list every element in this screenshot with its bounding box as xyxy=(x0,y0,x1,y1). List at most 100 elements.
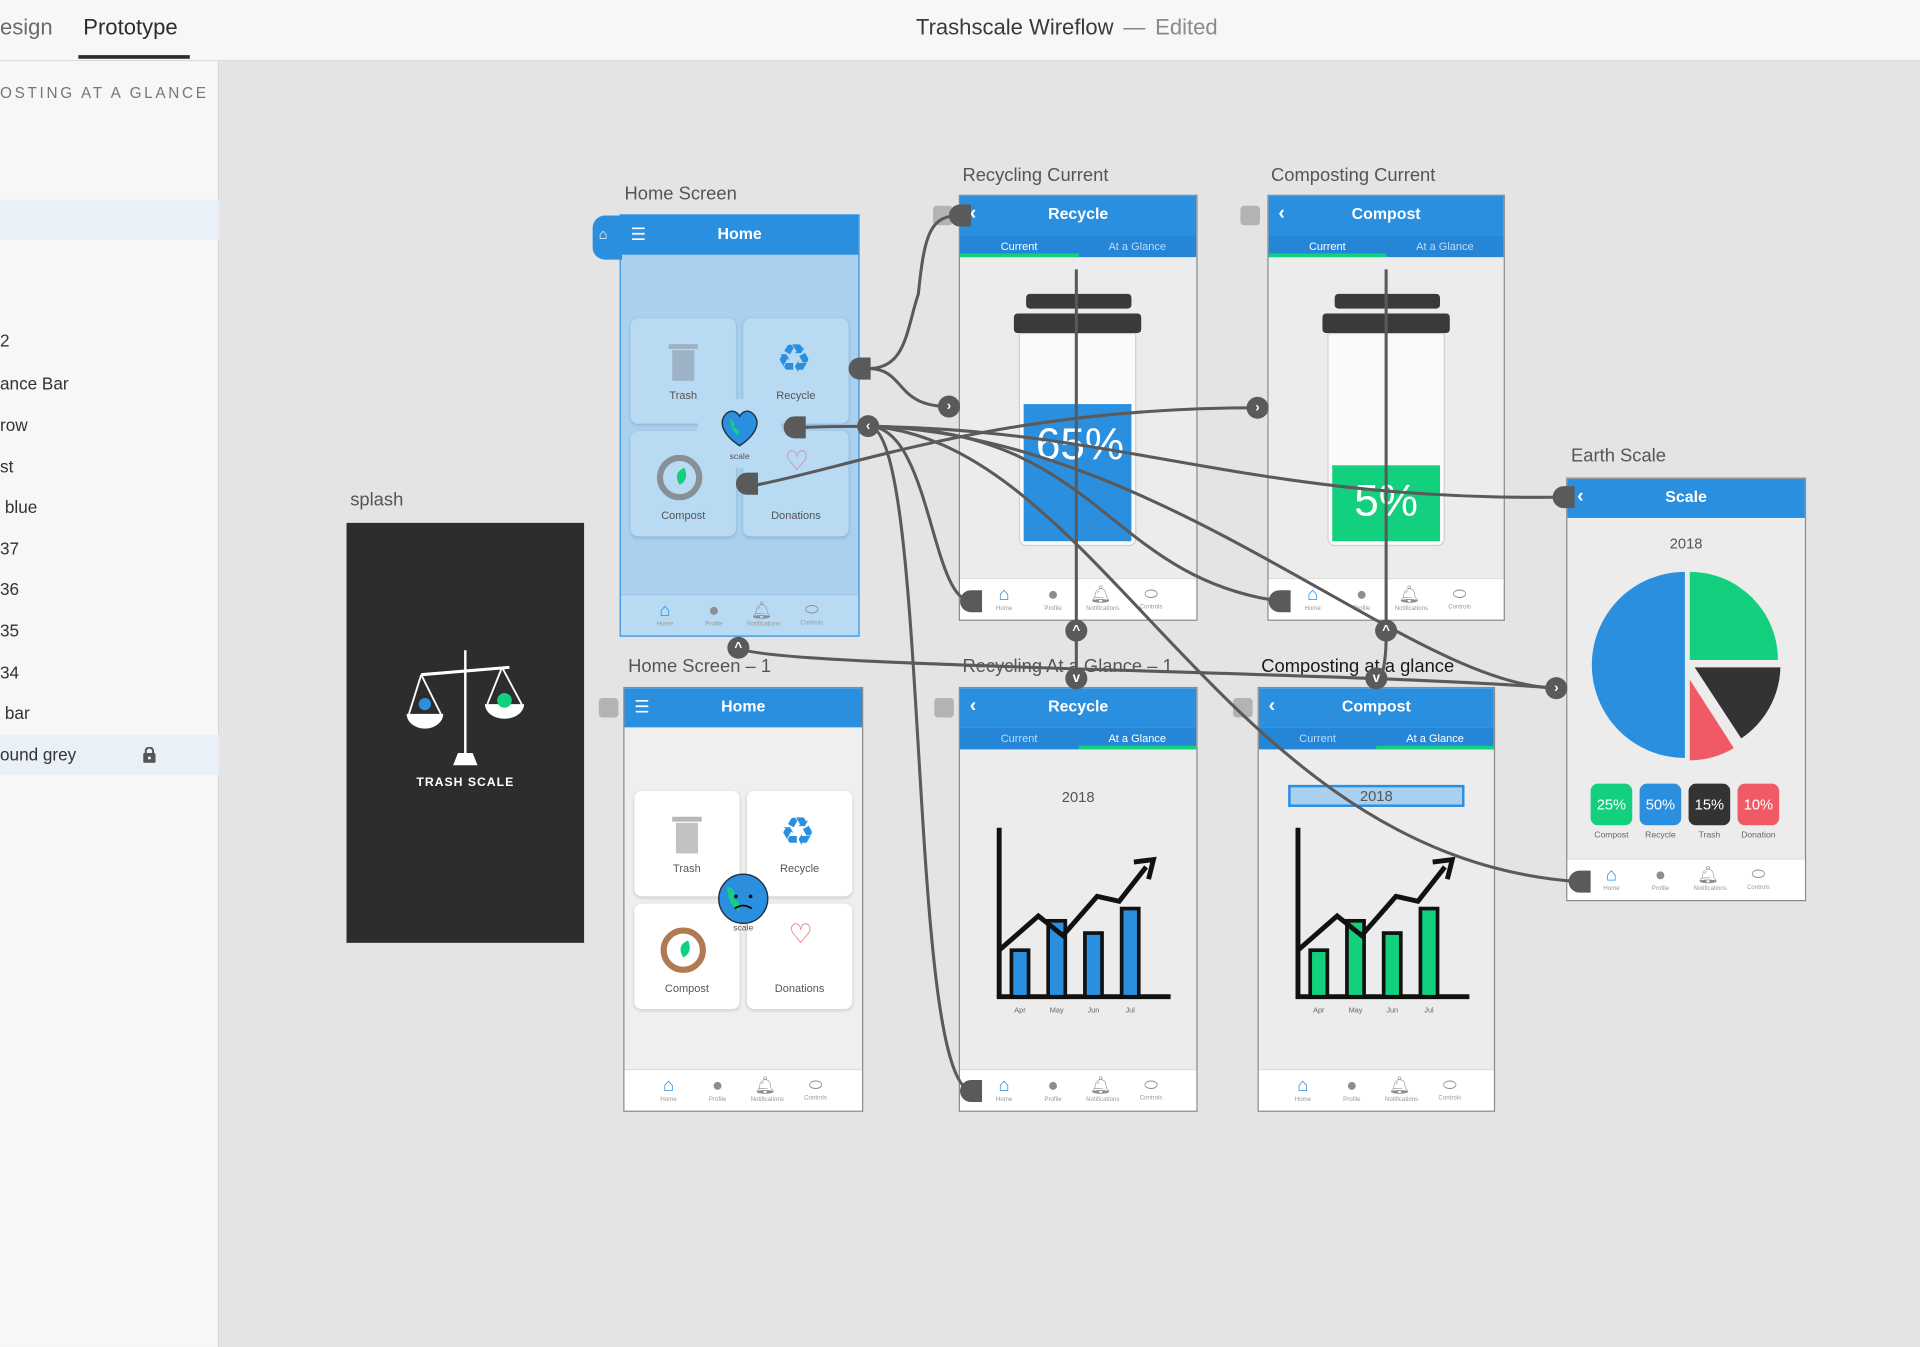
artboard-earth-scale[interactable]: ‹Scale 2018 25% 50% 15% 10% Compost Recy… xyxy=(1566,477,1807,902)
chevron-down-icon[interactable]: v xyxy=(1065,667,1088,690)
back-chevron-icon[interactable]: ‹ xyxy=(1278,203,1285,225)
connector-node[interactable] xyxy=(948,204,972,227)
tab-current[interactable]: Current xyxy=(1000,732,1038,745)
connector-node[interactable] xyxy=(848,357,871,380)
nav-notifications-icon[interactable]: 🔔︎Notifications xyxy=(746,600,781,629)
tile-trash[interactable]: Trash xyxy=(634,791,740,897)
tab-current[interactable]: Current xyxy=(1299,732,1336,745)
layer-item[interactable]: row xyxy=(0,415,28,435)
chevron-up-icon[interactable]: ^ xyxy=(1375,619,1398,642)
artboard-label-recycling-glance[interactable]: Recycling At a Glance – 1 xyxy=(962,656,1173,678)
nav-home-icon[interactable]: ⌂Home xyxy=(660,1075,677,1104)
layer-item[interactable]: 35 xyxy=(0,620,20,641)
home-marker-icon[interactable] xyxy=(1233,697,1253,718)
tile-scale[interactable]: scale xyxy=(715,872,771,933)
nav-profile-icon[interactable]: ●Profile xyxy=(1044,1075,1062,1104)
nav-home-icon[interactable]: ⌂Home xyxy=(995,584,1013,613)
lock-icon[interactable] xyxy=(142,746,157,763)
layer-item[interactable]: st xyxy=(0,456,14,477)
layer-item[interactable]: ound grey xyxy=(0,744,77,765)
artboard-label-splash[interactable]: splash xyxy=(350,489,404,511)
artboard-label-composting-current[interactable]: Composting Current xyxy=(1271,165,1436,187)
tab-current[interactable]: Current xyxy=(1000,240,1038,253)
hamburger-icon[interactable]: ☰ xyxy=(634,696,650,717)
artboard-label-home[interactable]: Home Screen xyxy=(624,183,737,205)
hamburger-icon[interactable]: ☰ xyxy=(630,224,646,244)
back-chevron-icon[interactable]: ‹ xyxy=(969,695,977,717)
nav-profile-icon[interactable]: ●Profile xyxy=(708,1075,727,1104)
back-chevron-icon[interactable]: ‹ xyxy=(969,203,977,225)
back-chevron-icon[interactable]: ‹ xyxy=(1577,486,1584,507)
tile-compost[interactable]: Compost xyxy=(630,431,736,537)
tab-at-a-glance[interactable]: At a Glance xyxy=(1406,732,1464,745)
nav-controls-icon[interactable]: ⬭Controls xyxy=(1139,584,1163,612)
artboard-splash[interactable]: TRASH SCALE xyxy=(346,522,585,943)
artboard-label-home-1[interactable]: Home Screen – 1 xyxy=(628,656,772,678)
chevron-left-icon[interactable]: ‹ xyxy=(857,415,880,438)
artboard-label-composting-glance[interactable]: Composting at a glance xyxy=(1261,656,1455,678)
nav-notifications-icon[interactable]: 🔔︎Notifications xyxy=(1086,1075,1120,1104)
tab-at-a-glance[interactable]: At a Glance xyxy=(1108,240,1167,253)
tile-scale[interactable]: scale xyxy=(696,399,783,468)
nav-controls-icon[interactable]: ⬭Controls xyxy=(1139,1075,1163,1103)
layer-item[interactable]: 36 xyxy=(0,579,20,599)
nav-notifications-icon[interactable]: 🔔︎Notifications xyxy=(1693,864,1727,893)
nav-home-icon[interactable]: ⌂Home xyxy=(656,600,674,629)
artboard-home[interactable]: ☰ Home Trash ♻ Recycle Compost ♡ Donatio… xyxy=(619,214,860,637)
connector-node[interactable] xyxy=(1568,870,1591,893)
nav-controls-icon[interactable]: ⬭Controls xyxy=(1438,1075,1462,1103)
nav-home-icon[interactable]: ⌂Home xyxy=(1294,1075,1312,1104)
connector-node[interactable] xyxy=(1268,590,1291,613)
layer-item[interactable]: bar xyxy=(4,702,30,723)
layer-item[interactable]: 34 xyxy=(0,662,20,683)
chevron-up-icon[interactable]: ^ xyxy=(1065,619,1088,642)
tab-prototype[interactable]: Prototype xyxy=(83,14,178,40)
layer-item[interactable]: 37 xyxy=(0,538,20,559)
artboard-label-earth-scale[interactable]: Earth Scale xyxy=(1571,445,1666,467)
layer-item[interactable]: ance Bar xyxy=(0,373,69,394)
layer-item[interactable]: blue xyxy=(4,497,38,517)
chevron-down-icon[interactable]: v xyxy=(1365,667,1388,690)
nav-profile-icon[interactable]: ●Profile xyxy=(1044,584,1062,613)
nav-controls-icon[interactable]: ⬭Controls xyxy=(800,600,824,627)
tab-design[interactable]: esign xyxy=(0,14,53,40)
home-marker-icon[interactable] xyxy=(1240,205,1261,226)
nav-home-icon[interactable]: ⌂Home xyxy=(1603,864,1620,893)
nav-notifications-icon[interactable]: 🔔︎Notifications xyxy=(1394,584,1429,613)
connector-node[interactable] xyxy=(960,1080,983,1103)
chevron-up-icon[interactable]: ^ xyxy=(727,636,750,659)
connector-node[interactable] xyxy=(783,416,806,439)
tab-at-a-glance[interactable]: At a Glance xyxy=(1416,240,1474,253)
tile-compost[interactable]: Compost xyxy=(634,903,740,1009)
artboard-home-1[interactable]: ☰ Home Trash ♻ Recycle Compost ♡ Donatio… xyxy=(623,686,864,1112)
nav-home-icon[interactable]: ⌂Home xyxy=(1304,584,1321,613)
connector-node[interactable] xyxy=(1552,486,1575,509)
tile-donations[interactable]: ♡ Donations xyxy=(746,903,853,1009)
home-marker-icon[interactable] xyxy=(598,697,619,718)
nav-controls-icon[interactable]: ⬭Controls xyxy=(1746,864,1770,892)
nav-notifications-icon[interactable]: 🔔︎Notifications xyxy=(750,1075,784,1104)
layer-selected-highlight[interactable] xyxy=(0,199,220,241)
chevron-right-icon[interactable]: › xyxy=(1545,677,1568,700)
tile-recycle[interactable]: ♻ Recycle xyxy=(746,791,853,897)
nav-notifications-icon[interactable]: 🔔︎Notifications xyxy=(1384,1075,1419,1104)
artboard-label-recycling-current[interactable]: Recycling Current xyxy=(962,165,1109,187)
tab-current[interactable]: Current xyxy=(1308,240,1346,253)
chevron-right-icon[interactable]: › xyxy=(937,395,961,418)
chevron-right-icon[interactable]: › xyxy=(1246,396,1269,419)
home-marker-icon[interactable] xyxy=(934,697,954,718)
nav-profile-icon[interactable]: ●Profile xyxy=(1343,1075,1361,1104)
nav-profile-icon[interactable]: ●Profile xyxy=(1352,584,1371,613)
nav-controls-icon[interactable]: ⬭Controls xyxy=(1448,584,1471,612)
back-chevron-icon[interactable]: ‹ xyxy=(1268,695,1276,717)
layer-item[interactable]: 2 xyxy=(0,330,10,351)
tab-at-a-glance[interactable]: At a Glance xyxy=(1108,732,1167,745)
connector-node[interactable] xyxy=(960,590,983,613)
nav-profile-icon[interactable]: ●Profile xyxy=(1651,864,1670,893)
nav-controls-icon[interactable]: ⬭Controls xyxy=(804,1075,827,1103)
nav-home-icon[interactable]: ⌂Home xyxy=(995,1075,1013,1104)
home-flag[interactable]: ⌂ xyxy=(592,215,623,260)
connector-node[interactable] xyxy=(735,472,758,495)
nav-notifications-icon[interactable]: 🔔︎Notifications xyxy=(1086,584,1120,613)
